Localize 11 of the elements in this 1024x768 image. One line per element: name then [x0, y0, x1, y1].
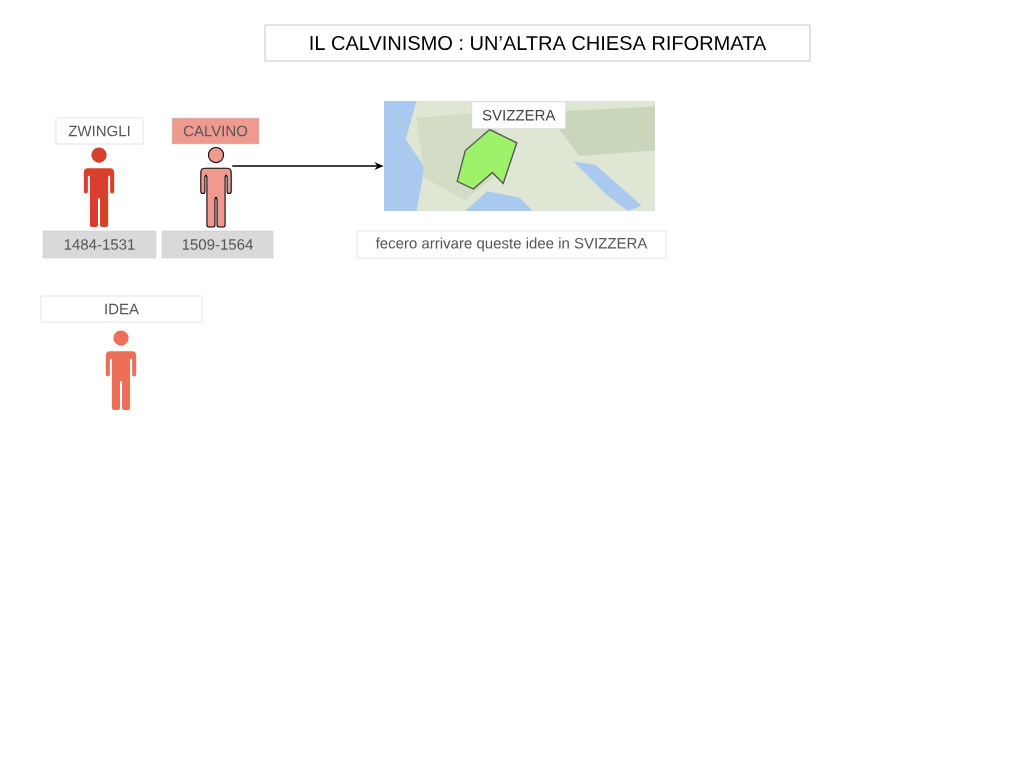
label-box: SVIZZERA [471, 101, 566, 129]
label-box: 1484-1531 [42, 230, 157, 259]
label-box: IDEA [40, 295, 203, 323]
person-figure [105, 330, 137, 410]
person-figure [200, 146, 232, 228]
label-box: ZWINGLI [55, 117, 144, 145]
picture [384, 101, 655, 211]
title-box: IL CALVINISMO : UN’ALTRA CHIESA RIFORMATA [264, 24, 811, 62]
person-figure [83, 147, 115, 227]
label-box: fecero arrivare queste idee in SVIZZERA [356, 230, 667, 259]
label-box: 1509-1564 [161, 230, 274, 259]
